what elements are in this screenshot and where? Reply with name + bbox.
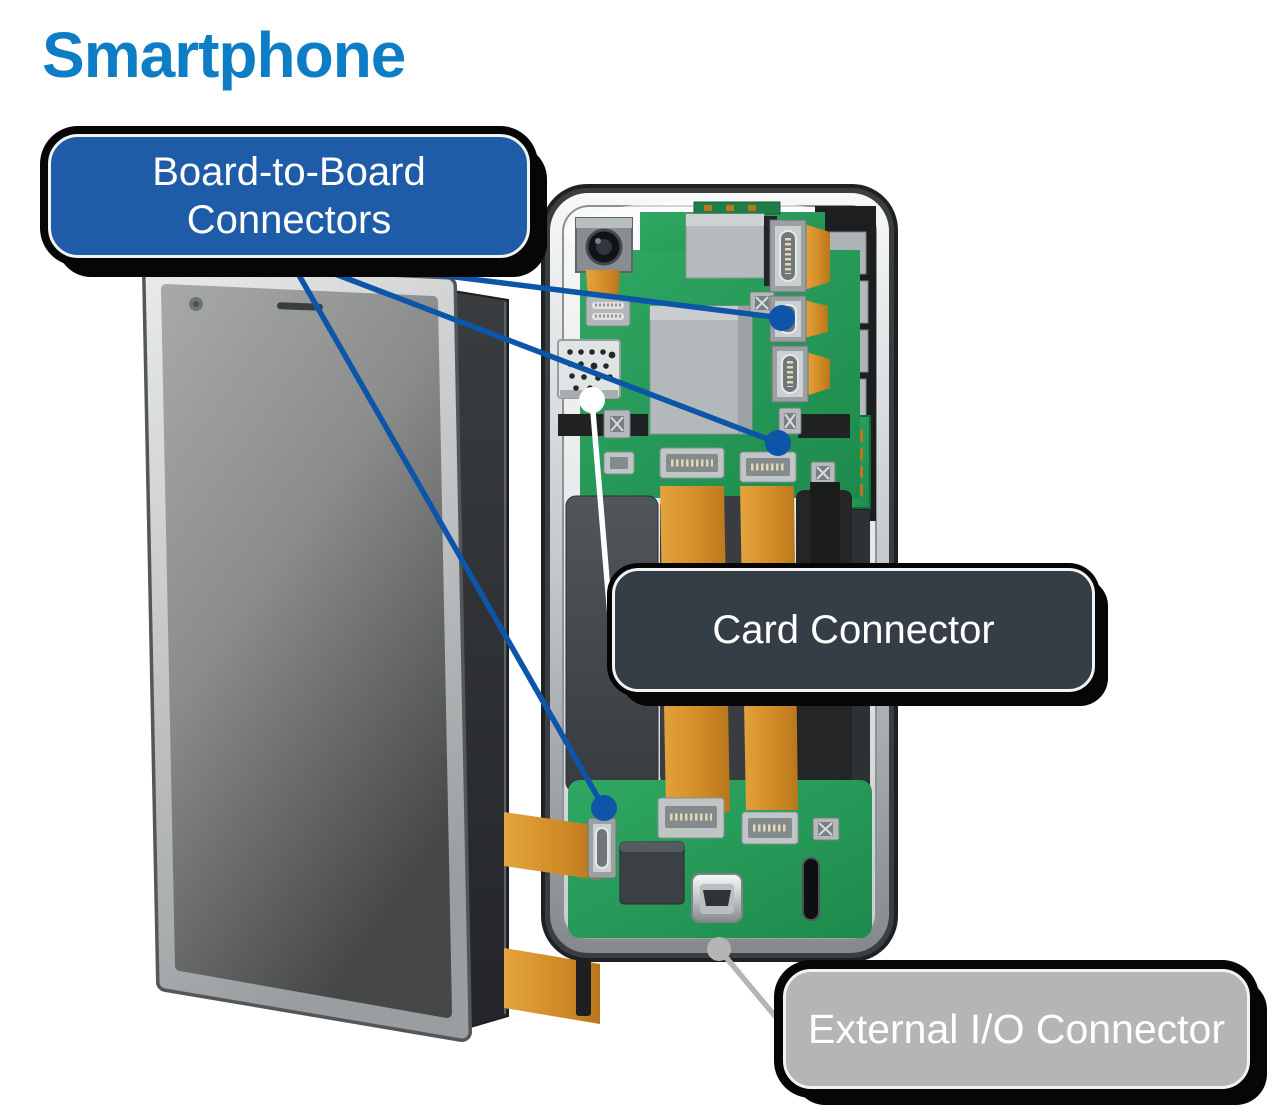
card-callout-dot bbox=[579, 387, 605, 413]
callout-board-to-board-line1: Board-to-Board bbox=[152, 150, 426, 194]
sim-tray-slot bbox=[802, 857, 820, 921]
page-title: Smartphone bbox=[42, 19, 406, 91]
callout-board-to-board: Board-to-Board Connectors bbox=[48, 134, 530, 258]
antenna-strip bbox=[693, 201, 781, 215]
mezzanine-connector bbox=[778, 407, 802, 435]
flex-cable-upper bbox=[504, 812, 600, 880]
shield-holes bbox=[567, 349, 616, 391]
b2b-callout-dot-2 bbox=[765, 430, 791, 456]
b2b-callout-line-2 bbox=[287, 253, 779, 446]
mezzanine-connector bbox=[810, 461, 836, 485]
wide-connector bbox=[741, 811, 799, 845]
small-board-connector bbox=[585, 295, 631, 327]
display-panel bbox=[142, 262, 472, 1042]
board-to-board-connector-3 bbox=[771, 345, 830, 403]
callout-external-io-connector: External I/O Connector bbox=[783, 969, 1250, 1089]
external-io-callout-line bbox=[716, 947, 793, 1036]
card-callout-line bbox=[589, 399, 615, 641]
black-flex-right bbox=[798, 414, 850, 438]
lower-board-components bbox=[619, 797, 840, 923]
callout-card-connector: Card Connector bbox=[612, 568, 1095, 692]
mezzanine-connector bbox=[603, 409, 631, 439]
main-pcb bbox=[557, 201, 860, 498]
mezzanine-connector bbox=[749, 291, 775, 315]
mezzanine-connector bbox=[812, 817, 840, 841]
flex-end-stiffener bbox=[576, 958, 591, 1016]
callout-connectors bbox=[285, 253, 795, 1036]
b2b-callout-line-1 bbox=[287, 253, 783, 321]
callout-external-io-label: External I/O Connector bbox=[807, 1006, 1226, 1052]
display-screen bbox=[161, 284, 452, 1018]
b2b-callout-dot-3 bbox=[591, 795, 617, 821]
mid-row-connectors bbox=[603, 447, 797, 483]
display-flex-cables bbox=[504, 812, 617, 1024]
b2b-callout-dot-1 bbox=[769, 305, 795, 331]
flex-end-connector bbox=[587, 817, 617, 879]
black-flex-left bbox=[558, 414, 648, 436]
board-to-board-connector-1 bbox=[769, 219, 830, 293]
micro-usb-connector bbox=[691, 873, 743, 923]
sd-card-holder bbox=[619, 841, 685, 905]
wide-connector bbox=[659, 447, 725, 479]
wide-connector bbox=[657, 797, 725, 839]
black-ribbon bbox=[810, 482, 840, 564]
earpiece-speaker bbox=[276, 302, 323, 311]
callout-board-to-board-line2: Connectors bbox=[186, 198, 392, 242]
external-io-callout-dot bbox=[707, 937, 731, 961]
callout-card-connector-label: Card Connector bbox=[712, 608, 995, 652]
emi-shield-top-face bbox=[686, 214, 764, 226]
wide-connector bbox=[739, 451, 797, 483]
b2b-callout-line-3 bbox=[285, 254, 607, 810]
